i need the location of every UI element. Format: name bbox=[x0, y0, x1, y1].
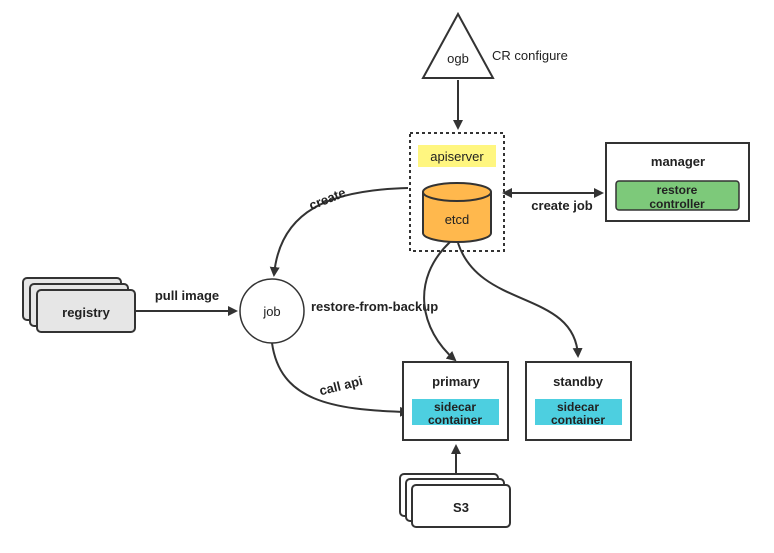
apiserver-label-box bbox=[418, 145, 496, 167]
s3-node: S3 bbox=[399, 473, 511, 528]
restore-from-backup-label: restore-from-backup bbox=[311, 299, 438, 314]
manager-node: manager restore controller bbox=[605, 142, 750, 222]
standby-sidecar-line2: container bbox=[551, 413, 605, 427]
job-label: job bbox=[262, 304, 280, 319]
call-api-label: call api bbox=[318, 373, 364, 398]
ogb-label: ogb bbox=[447, 51, 469, 66]
create-arrow bbox=[269, 187, 409, 277]
etcd-cylinder: etcd bbox=[422, 182, 492, 243]
standby-sidecar-box bbox=[535, 399, 622, 425]
primary-node: primary sidecar container bbox=[402, 361, 509, 441]
standby-node: standby sidecar container bbox=[525, 361, 632, 441]
registry-node: registry bbox=[22, 277, 136, 333]
pull-image-label: pull image bbox=[155, 288, 219, 303]
job-node: job bbox=[239, 278, 305, 344]
ogb-node: ogb bbox=[421, 11, 495, 79]
call-api-arrow bbox=[271, 342, 410, 417]
apiserver-node: apiserver etcd bbox=[409, 132, 505, 252]
registry-label: registry bbox=[62, 305, 110, 320]
primary-label: primary bbox=[432, 374, 480, 389]
apiserver-label: apiserver bbox=[430, 149, 484, 164]
s3-label: S3 bbox=[453, 500, 469, 515]
restore-controller-line1: restore bbox=[657, 183, 698, 197]
restore-controller-box bbox=[615, 180, 740, 211]
manager-label: manager bbox=[651, 154, 705, 169]
etcd-to-primary-arrow bbox=[423, 241, 457, 362]
cr-configure-label: CR configure bbox=[492, 48, 568, 63]
etcd-to-standby-arrow bbox=[457, 242, 583, 358]
create-job-label: create job bbox=[531, 198, 592, 213]
standby-sidecar-line1: sidecar bbox=[557, 400, 599, 414]
primary-sidecar-line2: container bbox=[428, 413, 482, 427]
standby-label: standby bbox=[553, 374, 604, 389]
primary-sidecar-line1: sidecar bbox=[434, 400, 476, 414]
etcd-label: etcd bbox=[445, 212, 470, 227]
primary-sidecar-box bbox=[412, 399, 499, 425]
create-label: create bbox=[307, 185, 348, 213]
restore-controller-line2: controller bbox=[649, 197, 705, 211]
